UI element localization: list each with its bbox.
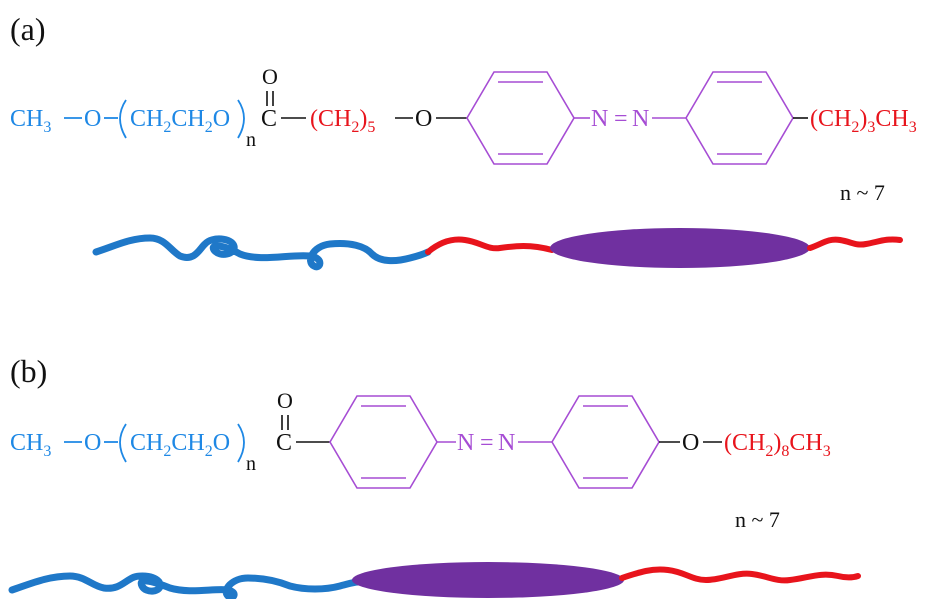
panel-a-azo-group: N = N xyxy=(591,106,649,132)
panel-b-benzene-ring-2 xyxy=(551,395,660,489)
panel-a-carbonyl-c: C xyxy=(261,106,277,132)
panel-a-peg-coil xyxy=(92,234,432,271)
panel-b-tail-chain xyxy=(619,566,861,584)
panel-b-azo-n1: N xyxy=(457,430,474,456)
panel-a-carbonyl-o: O xyxy=(262,64,278,89)
panel-a-spacer-chain xyxy=(425,236,555,255)
panel-a-cartoon xyxy=(92,228,903,271)
panel-a-mesogen-ellipse xyxy=(550,228,810,268)
panel-b-peg-coil xyxy=(8,572,362,599)
panel-b-carbonyl-o: O xyxy=(277,388,293,413)
panel-a-spacer: (CH2)5 xyxy=(310,106,375,136)
panel-a-azo-eq: = xyxy=(614,106,628,132)
panel-b-peg-block: CH3 O CH2CH2O xyxy=(10,423,245,463)
panel-b-o1: O xyxy=(84,430,101,456)
panel-b-paren-open xyxy=(119,423,127,463)
panel-b-ch3: CH3 xyxy=(10,430,51,460)
panel-b-benzene-ring-1 xyxy=(329,395,438,489)
panel-b-azo-group: N = N xyxy=(457,430,515,456)
panel-a-n-note: n ~ 7 xyxy=(840,180,885,205)
panel-a-o1: O xyxy=(84,106,101,132)
panel-b-n-note: n ~ 7 xyxy=(735,507,780,532)
panel-a-paren-close xyxy=(237,99,245,139)
panel-a-carbonyl: O C xyxy=(261,64,306,132)
panel-a-ether-o: O xyxy=(415,106,432,132)
panel-b-tail: (CH2)8CH3 xyxy=(724,430,831,460)
panel-b-azo-n2: N xyxy=(498,430,515,456)
panel-a-n-subscript: n xyxy=(246,129,256,151)
panel-a-azo-n2: N xyxy=(632,106,649,132)
panel-b-label: (b) xyxy=(10,353,47,389)
panel-b-azo-eq: = xyxy=(480,430,494,456)
panel-a-label: (a) xyxy=(10,11,46,47)
panel-a-benzene-ring-1 xyxy=(466,71,575,165)
panel-b-carbonyl: O C xyxy=(276,388,330,456)
panel-b-paren-close xyxy=(237,423,245,463)
panel-b-ch2ch2o: CH2CH2O xyxy=(130,430,230,460)
panel-a-tail: (CH2)3CH3 xyxy=(810,106,917,136)
panel-b-mesogen-ellipse xyxy=(352,562,624,598)
panel-a-peg-block: CH3 O CH2CH2O xyxy=(10,99,245,139)
panel-a-azo-n1: N xyxy=(591,106,608,132)
panel-b-n-subscript: n xyxy=(246,453,256,475)
panel-b-ether-o: O xyxy=(682,430,699,456)
panel-a-benzene-ring-2 xyxy=(685,71,794,165)
panel-a-tail-chain xyxy=(807,236,903,251)
panel-a: (a) CH3 O CH2CH2O n O C (CH2)5 O xyxy=(10,11,917,271)
panel-a-ch3: CH3 xyxy=(10,106,51,136)
panel-a-paren-open xyxy=(119,99,127,139)
panel-a-ch2ch2o: CH2CH2O xyxy=(130,106,230,136)
panel-b-carbonyl-c: C xyxy=(276,430,292,456)
panel-b: (b) CH3 O CH2CH2O n O C N = N xyxy=(8,353,861,599)
panel-b-cartoon xyxy=(8,562,861,599)
